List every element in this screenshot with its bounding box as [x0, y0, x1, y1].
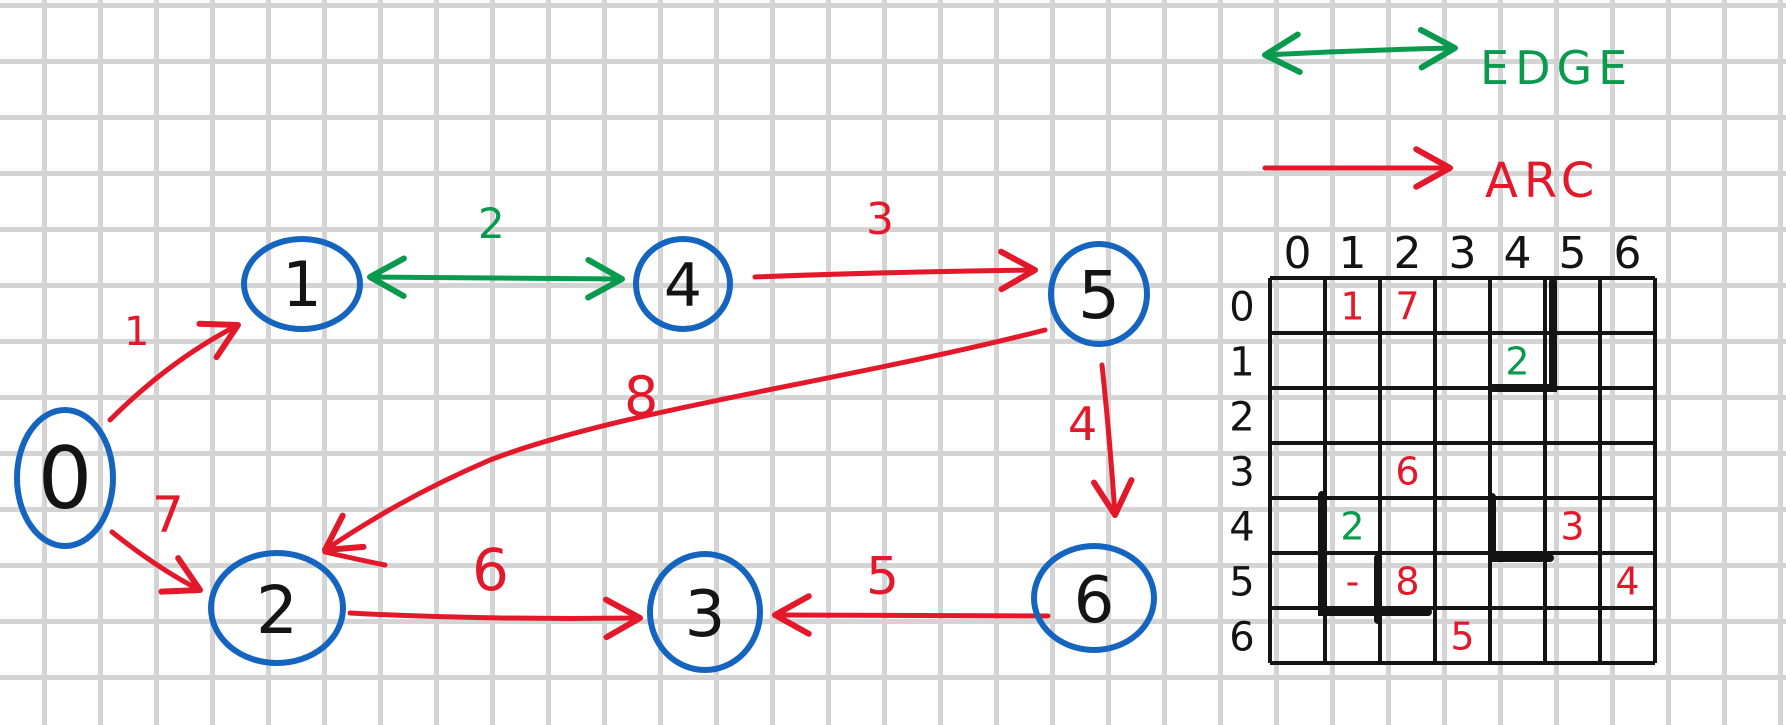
- arc-4-5: [752, 248, 1038, 293]
- node-5: 5: [1048, 241, 1150, 347]
- arc-5-6: [1091, 362, 1135, 518]
- matrix-cell-value: 8: [1395, 560, 1419, 604]
- arc-0-1: [107, 320, 241, 423]
- matrix-col-header: 3: [1449, 228, 1477, 279]
- weight-4-5: 3: [866, 194, 894, 245]
- matrix-col-header: 2: [1394, 228, 1422, 279]
- matrix-col-header: 1: [1339, 228, 1367, 279]
- node-6-label: 6: [1074, 564, 1115, 638]
- matrix-cell-value: 6: [1395, 450, 1419, 494]
- node-0-label: 0: [38, 429, 93, 529]
- weight-6-3: 5: [866, 547, 899, 607]
- matrix-grid: [1268, 276, 1657, 665]
- matrix-col-header: 5: [1559, 228, 1587, 279]
- node-3: 3: [647, 551, 763, 673]
- matrix-cell-value: 1: [1340, 285, 1364, 329]
- matrix-row-headers: 0 1 2 3 4 5 6: [1229, 285, 1254, 661]
- matrix-col-header: 4: [1504, 228, 1532, 279]
- arc-5-2-tail: [322, 549, 388, 568]
- weight-0-1: 1: [124, 309, 149, 355]
- matrix-row-header: 1: [1229, 340, 1254, 386]
- matrix-cell-value: 5: [1450, 615, 1474, 659]
- matrix-cell-value: 3: [1560, 505, 1584, 549]
- matrix-bold-marks: [1318, 278, 1557, 624]
- arc-0-2: [109, 529, 203, 595]
- matrix-row-header: 5: [1229, 560, 1254, 606]
- edge-1-4: [367, 255, 625, 301]
- matrix-row-header: 6: [1229, 615, 1254, 661]
- node-2: 2: [208, 550, 346, 666]
- graph-nodes: 0 1 2 3 4 5 6: [14, 236, 1157, 673]
- legend-edge-arrow: [1262, 26, 1458, 75]
- legend: EDGE ARC: [1262, 26, 1633, 209]
- node-4: 4: [633, 236, 733, 332]
- matrix-cell-value: 2: [1505, 340, 1529, 384]
- node-0: 0: [14, 407, 116, 549]
- node-1: 1: [241, 236, 363, 332]
- matrix-row-header: 3: [1229, 450, 1254, 496]
- node-5-label: 5: [1078, 257, 1120, 334]
- matrix-row-header: 2: [1229, 395, 1254, 441]
- arc-6-3: [772, 593, 1051, 637]
- node-1-label: 1: [282, 248, 321, 321]
- node-6: 6: [1031, 543, 1157, 653]
- weight-5-6: 4: [1068, 397, 1097, 451]
- matrix-row-header: 0: [1229, 285, 1254, 331]
- weight-5-2: 8: [624, 365, 658, 428]
- graph-links: [107, 248, 1135, 641]
- matrix-cell-value: 2: [1340, 505, 1364, 549]
- node-3-label: 3: [685, 578, 726, 652]
- arc-2-3: [347, 596, 643, 641]
- matrix-cell-value: 7: [1395, 285, 1419, 329]
- legend-arc-label: ARC: [1485, 153, 1600, 209]
- matrix-col-header: 6: [1614, 228, 1642, 279]
- matrix-cell-value: 4: [1615, 560, 1639, 604]
- matrix-col-header: 0: [1284, 228, 1312, 279]
- matrix-cell-value: -: [1346, 560, 1360, 604]
- matrix-row-header: 4: [1229, 505, 1254, 551]
- arc-5-2: [322, 327, 1048, 553]
- link-weights: 1 7 2 3 8 4 6 5: [124, 194, 1097, 607]
- legend-edge-label: EDGE: [1480, 41, 1633, 95]
- weight-1-4: 2: [478, 199, 505, 248]
- node-2-label: 2: [256, 572, 298, 649]
- weight-0-2: 7: [152, 486, 184, 544]
- node-4-label: 4: [664, 251, 702, 321]
- weight-2-3: 6: [472, 536, 509, 604]
